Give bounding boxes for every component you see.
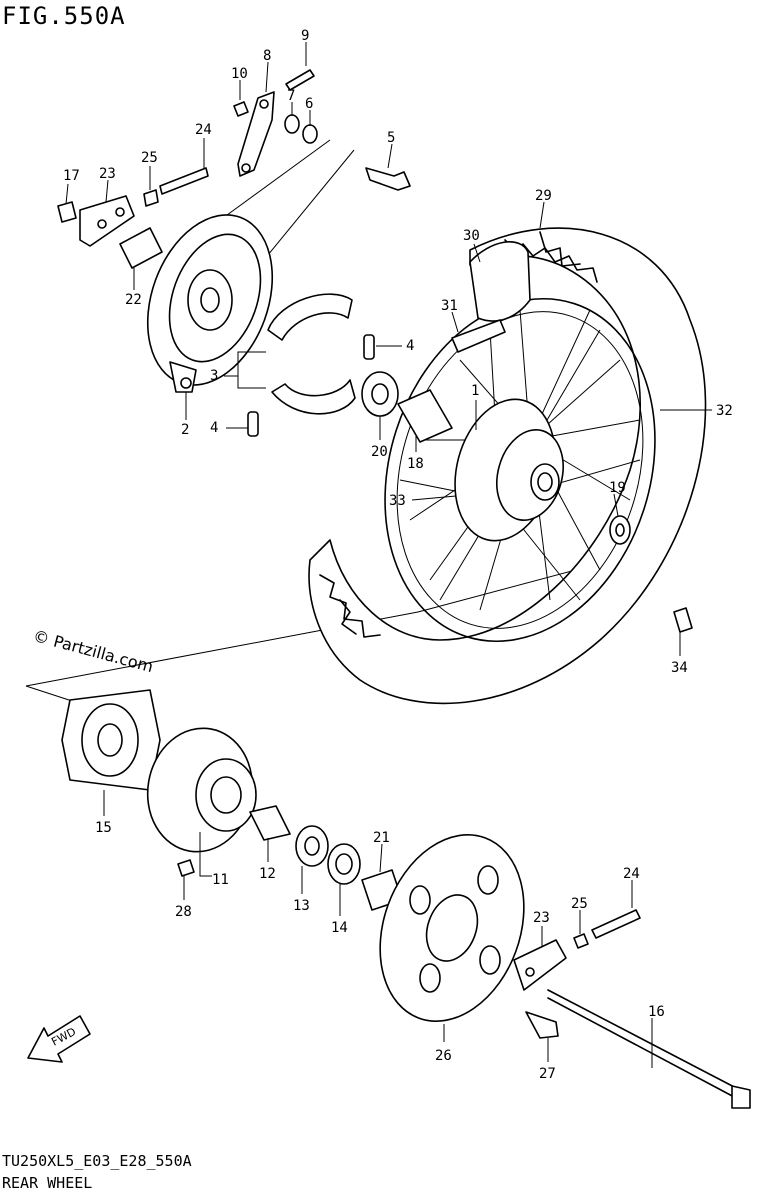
callout-24a: 24: [195, 122, 212, 138]
callout-33: 33: [389, 493, 406, 509]
rim-band: [451, 319, 506, 353]
callout-3: 3: [210, 368, 218, 384]
bearing-and-spacer: [361, 371, 453, 443]
callout-34: 34: [671, 660, 688, 676]
figure-title: FIG.550A: [2, 2, 126, 30]
small-fasteners-top: [57, 69, 318, 223]
spacer-left: [119, 227, 163, 269]
oil-seal-right: [609, 515, 631, 545]
callout-5: 5: [387, 130, 395, 146]
callout-21: 21: [373, 830, 390, 846]
callout-10: 10: [231, 66, 248, 82]
brake-cam-lever: [237, 91, 275, 177]
callout-25b: 25: [571, 896, 588, 912]
callout-4b: 4: [210, 420, 218, 436]
tube: [469, 241, 531, 322]
callout-31: 31: [441, 298, 458, 314]
callout-12: 12: [259, 866, 276, 882]
callout-18: 18: [407, 456, 424, 472]
figure-code: TU250XL5_E03_E28_550A: [2, 1152, 192, 1170]
brake-panel: [146, 214, 274, 393]
callout-15: 15: [95, 820, 112, 836]
fasteners-drive: [177, 859, 641, 1039]
axle: [547, 989, 751, 1109]
callout-14: 14: [331, 920, 348, 936]
callout-20: 20: [371, 444, 388, 460]
brake-camshaft: [365, 167, 411, 191]
oil-seal-drive: [327, 843, 361, 885]
forward-arrow: FWD: [27, 1015, 91, 1063]
bushing: [249, 805, 291, 841]
brake-shoes: [267, 293, 356, 415]
callout-29: 29: [535, 188, 552, 204]
rim: [384, 297, 656, 643]
callout-8: 8: [263, 48, 271, 64]
rear-wheel-assembly: [308, 227, 707, 705]
callout-27: 27: [539, 1066, 556, 1082]
callout-22: 22: [125, 292, 142, 308]
sprocket-drum: [146, 727, 257, 853]
callout-30: 30: [463, 228, 480, 244]
callout-11: 11: [212, 872, 229, 888]
callout-24b: 24: [623, 866, 640, 882]
damper: [61, 689, 161, 791]
callout-labels: 1 2 3 4 4 5 6 7 8 9 10 11 12 13 14 15 16…: [63, 28, 733, 1082]
chain-adjuster-left: [79, 195, 135, 247]
callout-26: 26: [435, 1048, 452, 1064]
rear-hub: [454, 398, 564, 542]
callout-4a: 4: [406, 338, 414, 354]
callout-1: 1: [471, 383, 479, 399]
callout-23a: 23: [99, 166, 116, 182]
bearing-drive: [295, 825, 329, 867]
sprocket: [379, 834, 525, 1022]
callout-16: 16: [648, 1004, 665, 1020]
callout-23b: 23: [533, 910, 550, 926]
callout-17: 17: [63, 168, 80, 184]
callout-13: 13: [293, 898, 310, 914]
figure-name: REAR WHEEL: [2, 1174, 93, 1192]
springs: [247, 334, 375, 437]
callout-7: 7: [287, 88, 295, 104]
callout-6: 6: [305, 96, 313, 112]
callout-25a: 25: [141, 150, 158, 166]
callout-32: 32: [716, 403, 733, 419]
callout-28: 28: [175, 904, 192, 920]
chain-adjuster-right: [513, 939, 567, 991]
callout-2: 2: [181, 422, 189, 438]
valve-cap: [673, 607, 693, 633]
callout-9: 9: [301, 28, 309, 44]
callout-19: 19: [609, 480, 626, 496]
